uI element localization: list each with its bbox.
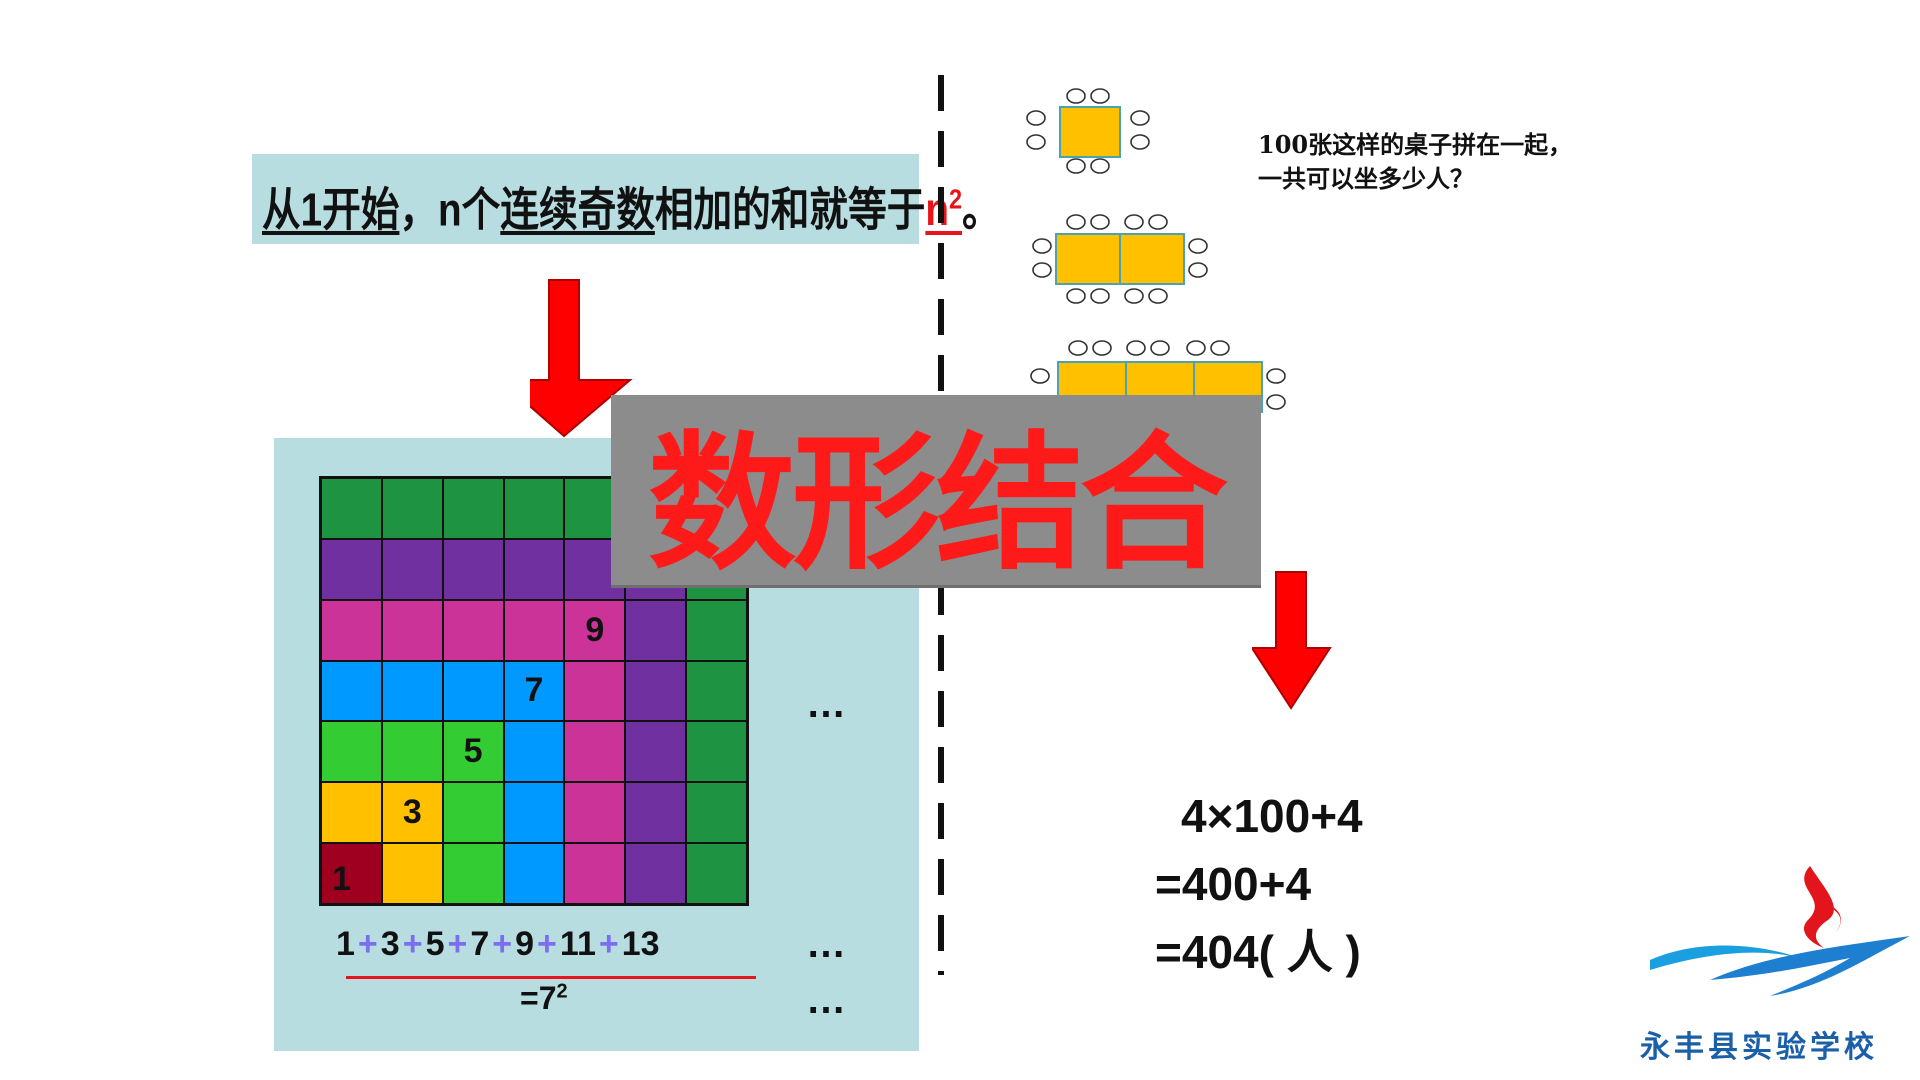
grid-cell bbox=[686, 599, 747, 661]
grid-cell bbox=[503, 599, 565, 661]
formula-end: 。 bbox=[962, 183, 1001, 236]
grid-cell bbox=[381, 843, 443, 904]
question-line-2: 一共可以坐多少人？ bbox=[1258, 164, 1474, 193]
grid-cell bbox=[381, 599, 443, 661]
grid-cell bbox=[625, 782, 687, 844]
grid-cell-label: 1 bbox=[332, 860, 351, 898]
sum-term: 7 bbox=[470, 925, 490, 963]
grid-cell bbox=[686, 721, 747, 783]
sum-underline bbox=[346, 976, 756, 979]
result-ellipsis: … bbox=[806, 978, 850, 1022]
grid-cell bbox=[503, 782, 565, 844]
grid-cell bbox=[321, 478, 382, 539]
school-name: 永丰县实验学校 bbox=[1640, 1030, 1878, 1065]
calculation: 4×100+4 =400+4 =404( 人 ) bbox=[1155, 782, 1363, 986]
calc-line-2: =400+4 bbox=[1155, 858, 1312, 910]
grid-cell: 5 bbox=[442, 721, 504, 783]
grid-cell bbox=[442, 660, 504, 722]
grid-ellipsis: … bbox=[806, 682, 850, 726]
grid-cell: 1 bbox=[321, 843, 382, 904]
grid-cell: 7 bbox=[503, 660, 565, 722]
formula-part-a: 从1开始 bbox=[262, 183, 400, 236]
grid-cell-label: 5 bbox=[463, 732, 483, 771]
sum-result: =72 bbox=[520, 980, 568, 1017]
grid-cell bbox=[564, 721, 626, 783]
grid-cell-label: 7 bbox=[524, 671, 544, 710]
formula-part-b: ，n个 bbox=[399, 183, 501, 236]
grid-cell bbox=[442, 599, 504, 661]
grid-cell-label: 3 bbox=[402, 793, 422, 832]
formula-part-d: 相加的和就等于 bbox=[654, 183, 926, 236]
title-banner bbox=[611, 395, 1261, 585]
grid-cell bbox=[321, 721, 382, 783]
grid-cell bbox=[686, 782, 747, 844]
grid-cell bbox=[625, 660, 687, 722]
plus-sign: + bbox=[402, 925, 423, 963]
grid-cell bbox=[625, 843, 687, 904]
school-logo-icon bbox=[1650, 866, 1910, 996]
grid-cell bbox=[321, 538, 382, 600]
grid-cell bbox=[625, 721, 687, 783]
plus-sign: + bbox=[537, 925, 557, 963]
sum-term: 5 bbox=[425, 925, 445, 963]
grid-cell bbox=[564, 782, 626, 844]
grid-cell bbox=[321, 782, 382, 844]
grid-cell bbox=[442, 782, 504, 844]
plus-sign: + bbox=[357, 925, 378, 963]
grid-cell bbox=[625, 599, 687, 661]
plus-sign: + bbox=[492, 925, 513, 963]
down-arrow-left bbox=[530, 279, 633, 438]
grid-cell bbox=[686, 843, 747, 904]
table-question: 100张这样的桌子拼在一起， 一共可以坐多少人？ bbox=[1258, 128, 1678, 196]
sum-row: 1+3+5+7+9+11+13 bbox=[336, 925, 756, 969]
odd-number-grid: 9 7 5 3 1 bbox=[319, 476, 749, 906]
grid-cell bbox=[503, 843, 565, 904]
grid-cell bbox=[381, 478, 443, 539]
grid-cell bbox=[321, 599, 382, 661]
sum-result-base: =7 bbox=[520, 980, 557, 1016]
formula-answer-exp: 2 bbox=[948, 184, 963, 215]
formula-box bbox=[252, 154, 919, 244]
grid-cell bbox=[564, 843, 626, 904]
sum-term: 9 bbox=[515, 925, 535, 963]
formula-part-c: 连续奇数 bbox=[500, 183, 655, 236]
banner-title: 数形结合 bbox=[648, 417, 1228, 590]
grid-cell bbox=[564, 660, 626, 722]
sum-term: 11 bbox=[559, 925, 596, 963]
calc-line-1: 4×100+4 bbox=[1181, 790, 1363, 842]
table-diagrams bbox=[1026, 88, 1286, 413]
grid-cell bbox=[321, 660, 382, 722]
plus-sign: + bbox=[598, 925, 619, 963]
grid-cell bbox=[381, 660, 443, 722]
formula-text: 从1开始，n个连续奇数相加的和就等于n2。 bbox=[262, 160, 1001, 240]
grid-cell bbox=[381, 721, 443, 783]
sum-term: 3 bbox=[380, 925, 400, 963]
sum-result-exp: 2 bbox=[556, 980, 568, 1003]
grid-cell bbox=[503, 721, 565, 783]
grid-cell: 3 bbox=[381, 782, 443, 844]
down-arrow-right bbox=[1252, 571, 1332, 710]
grid-cell: 9 bbox=[564, 599, 626, 661]
grid-cell bbox=[381, 538, 443, 600]
calc-line-3: =404( 人 ) bbox=[1155, 926, 1361, 978]
sum-term: 13 bbox=[621, 925, 660, 963]
grid-cell bbox=[442, 843, 504, 904]
grid-cell bbox=[503, 478, 565, 539]
grid-cell bbox=[503, 538, 565, 600]
grid-cell bbox=[686, 660, 747, 722]
grid-cell bbox=[442, 538, 504, 600]
grid-cell bbox=[442, 478, 504, 539]
sum-ellipsis: … bbox=[806, 922, 850, 966]
tables bbox=[1055, 106, 1263, 413]
grid-cell-label: 9 bbox=[585, 610, 605, 649]
question-line-1: 100张这样的桌子拼在一起， bbox=[1258, 130, 1573, 159]
plus-sign: + bbox=[447, 925, 468, 963]
sum-term: 1 bbox=[336, 925, 355, 963]
